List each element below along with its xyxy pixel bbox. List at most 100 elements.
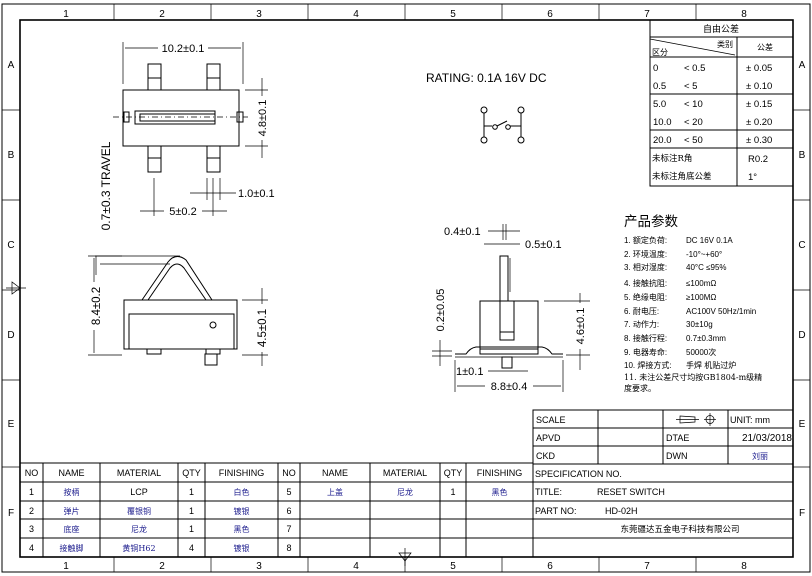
param-label: 6. 耐电压: <box>624 306 659 316</box>
bom-header: NO <box>282 468 296 478</box>
tolerance-value: ± 0.20 <box>746 117 772 128</box>
tolerance-value: ± 0.05 <box>746 63 772 74</box>
row-letter: C <box>798 240 805 251</box>
row-letter: F <box>8 508 14 519</box>
dim-pin-pitch: 5±0.2 <box>169 206 196 218</box>
column-number: 6 <box>547 561 553 572</box>
switch-symbol-icon <box>480 106 525 144</box>
bom-qty: 1 <box>189 524 194 534</box>
title-label: TITLE: <box>535 487 562 497</box>
apvd-label: APVD <box>536 433 561 443</box>
column-number: 5 <box>450 561 456 572</box>
param-label: 1. 额定负荷: <box>624 235 667 245</box>
spec-label: SPECIFICATION NO. <box>535 469 622 479</box>
tolerance-value: ± 0.15 <box>746 99 772 110</box>
radius-label: 未标注R角 <box>652 153 692 164</box>
bom-finishing: 白色 <box>234 487 250 497</box>
bom-material: 黄铜H62 <box>122 543 155 553</box>
bom-finishing: 黑色 <box>492 487 508 497</box>
side-view: 0.4±0.1 0.5±0.1 0.2±0.05 4.6±0.1 1±0.1 8… <box>432 224 590 393</box>
header-tolerance: 公差 <box>757 42 773 52</box>
param-value: 40°C ≤95% <box>686 263 727 272</box>
column-number: 2 <box>159 9 165 20</box>
tolerance-range-to: < 5 <box>684 81 697 92</box>
param-label: 5. 绝缘电阻: <box>624 292 667 302</box>
bom-material: 尼龙 <box>131 524 147 534</box>
dim-travel: 0.7±0.3 TRAVEL <box>99 141 113 230</box>
params-note-line2: 度要求。 <box>624 383 656 393</box>
param-label: 4. 接触抗阻: <box>624 278 667 288</box>
column-number: 1 <box>63 561 69 572</box>
bom-finishing: 镀银 <box>234 506 250 516</box>
bom-finishing: 黑色 <box>234 524 250 534</box>
front-view: 8.4±0.2 4.5±0.1 <box>87 255 270 366</box>
tolerance-value: ± 0.30 <box>746 135 772 146</box>
row-letter: A <box>8 60 15 71</box>
angle-label: 未标注角底公差 <box>652 171 712 182</box>
param-value: DC 16V 0.1A <box>686 236 733 245</box>
column-number: 6 <box>547 9 553 20</box>
bom-qty: 4 <box>189 543 194 553</box>
param-value: 50000次 <box>686 347 716 357</box>
tolerance-range-to: < 10 <box>684 99 703 110</box>
dim-height: 4.8±0.1 <box>257 100 269 137</box>
bom-name: 底座 <box>64 524 80 534</box>
param-value: 30±10g <box>686 320 713 329</box>
row-letter: C <box>7 240 14 251</box>
param-value: 手焊 机贴过炉 <box>686 360 736 370</box>
column-number: 5 <box>450 9 456 20</box>
param-value: -10°~+60° <box>686 250 722 259</box>
date-label: DTAE <box>666 433 689 443</box>
bom-no: 5 <box>286 487 291 497</box>
column-number: 2 <box>159 561 165 572</box>
column-number: 8 <box>741 561 747 572</box>
column-number: 4 <box>353 561 359 572</box>
tolerance-range-from: 20.0 <box>653 135 672 146</box>
title-block: SCALE UNIT: mm APVD DTAE 21/03/2018 CKD … <box>532 409 794 558</box>
param-value: 0.7±0.3mm <box>686 334 726 343</box>
dim-pin-width: 1.0±0.1 <box>238 188 275 200</box>
bom-header: QTY <box>182 468 201 478</box>
bom-no: 4 <box>29 543 34 553</box>
drawing-title: RESET SWITCH <box>597 487 665 497</box>
tolerance-range-from: 0.5 <box>653 81 666 92</box>
column-number: 7 <box>644 561 650 572</box>
param-label: 2. 环境温度: <box>624 249 667 259</box>
angle-value: 1° <box>748 172 757 183</box>
dwn-label: DWN <box>666 451 688 461</box>
bom-name: 上盖 <box>327 487 343 497</box>
bom-header: FINISHING <box>219 468 265 478</box>
param-label: 10. 焊接方式: <box>624 360 672 370</box>
bom-qty: 1 <box>189 487 194 497</box>
param-value: ≥100MΩ <box>686 293 716 302</box>
row-letter: B <box>799 150 806 161</box>
bom-finishing: 镀银 <box>234 543 250 553</box>
param-label: 9. 电器寿命: <box>624 347 667 357</box>
bom-header: MATERIAL <box>383 468 427 478</box>
bom-header: MATERIAL <box>117 468 161 478</box>
column-number: 3 <box>256 561 262 572</box>
param-label: 3. 相对湿度: <box>624 262 667 272</box>
dim-side-width: 8.8±0.4 <box>491 381 528 393</box>
row-letter: E <box>799 419 806 430</box>
column-number: 3 <box>256 9 262 20</box>
bom-material: LCP <box>130 487 148 497</box>
dim-total-height: 8.4±0.2 <box>91 287 103 325</box>
bom-header: NAME <box>58 468 84 478</box>
date-value: 21/03/2018 <box>742 433 792 444</box>
tolerance-range-to: < 0.5 <box>684 63 705 74</box>
part-number: HD-02H <box>605 506 638 516</box>
scale-label: SCALE <box>536 415 566 425</box>
bom-no: 7 <box>286 524 291 534</box>
tolerance-range-to: < 20 <box>684 117 703 128</box>
bom-header: NO <box>25 468 39 478</box>
centering-mark-left-icon <box>6 281 26 295</box>
bom-material: 覆银铜 <box>127 506 151 516</box>
bom-material: 尼龙 <box>397 487 413 497</box>
param-value: ≤100mΩ <box>686 279 716 288</box>
bom-qty: 1 <box>189 506 194 516</box>
row-letter: D <box>7 330 14 341</box>
dim-lever-t2: 0.5±0.1 <box>525 239 562 251</box>
